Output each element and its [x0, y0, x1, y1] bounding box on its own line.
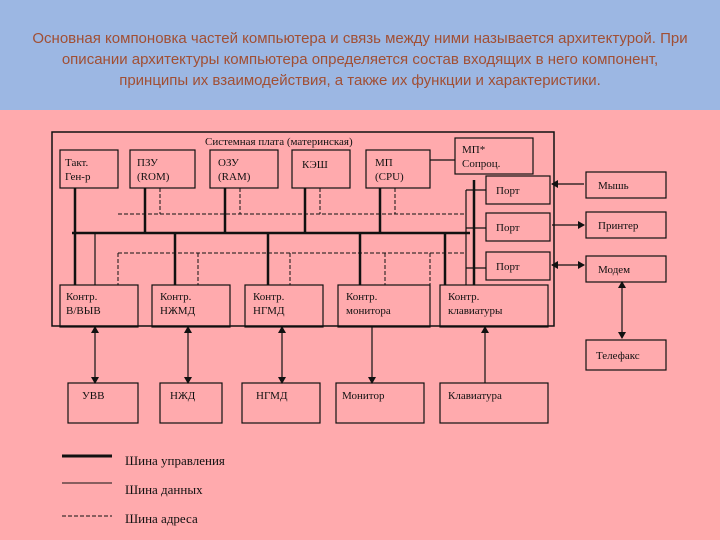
io-ctrl-label-1: Контр. [66, 291, 98, 303]
mon-ctrl-label-1: Контр. [346, 291, 378, 303]
modem-label: Модем [598, 264, 630, 276]
port-block-2 [485, 212, 551, 242]
hdd-ctrl-label-1: Контр. [253, 291, 285, 303]
monitor-device-label: Монитор [342, 390, 385, 402]
header-band [0, 0, 720, 110]
cache-label: КЭШ [302, 159, 328, 171]
port-block-1 [485, 175, 551, 205]
port-label-2: Порт [496, 222, 520, 234]
clock-generator-block [59, 149, 119, 189]
legend-control-label: Шина управления [125, 453, 225, 468]
system-board-frame [51, 131, 555, 327]
hdd-device-box [241, 382, 321, 424]
fdd-ctrl-label-2: НЖМД [160, 305, 196, 317]
clock-label-2: Ген-р [65, 171, 91, 183]
io-device-label: УВВ [82, 390, 104, 402]
modem-box [585, 255, 667, 283]
keyboard-device-box [439, 382, 549, 424]
coproc-label-2: Сопроц. [462, 158, 501, 170]
io-ctrl-label-2: В/ВЫВ [66, 305, 101, 317]
legend-address-label: Шина адреса [125, 511, 198, 526]
fdd-ctrl-label-1: Контр. [160, 291, 192, 303]
cpu-block [365, 149, 431, 189]
cpu-label-2: (CPU) [375, 171, 404, 183]
hdd-controller-block [244, 284, 324, 328]
legend-data-label: Шина данных [125, 482, 203, 497]
rom-label-1: ПЗУ [137, 157, 158, 169]
monitor-controller-block [337, 284, 431, 328]
keyboard-controller-block [439, 284, 549, 328]
printer-label: Принтер [598, 220, 639, 232]
coproc-label-1: МП* [462, 144, 485, 156]
ram-label-1: ОЗУ [218, 157, 239, 169]
io-controller-block [59, 284, 139, 328]
cpu-label-1: МП [375, 157, 393, 169]
ram-block [209, 149, 279, 189]
hdd-ctrl-label-2: НГМД [253, 305, 285, 317]
ram-label-2: (RAM) [218, 171, 251, 183]
fdd-device-label: НЖД [170, 390, 196, 402]
clock-label-1: Такт. [65, 157, 89, 169]
fdd-controller-block [151, 284, 231, 328]
fdd-device-box [159, 382, 223, 424]
port-block-3 [485, 251, 551, 281]
telefax-label: Телефакс [596, 350, 640, 362]
coprocessor-block [454, 137, 534, 175]
caption-text: Основная компоновка частей компьютера и … [32, 30, 688, 89]
keyboard-device-label: Клавиатура [448, 390, 502, 402]
port-label-3: Порт [496, 261, 520, 273]
kbd-ctrl-label-1: Контр. [448, 291, 480, 303]
rom-label-2: (ROM) [137, 171, 170, 183]
hdd-device-label: НГМД [256, 390, 288, 402]
rom-block [129, 149, 196, 189]
io-device-box [67, 382, 139, 424]
board-title: Системная плата (материнская) [205, 136, 353, 148]
telefax-box [585, 339, 667, 371]
mouse-label: Мышь [598, 180, 629, 192]
mon-ctrl-label-2: монитора [346, 305, 391, 317]
mouse-box [585, 171, 667, 199]
port-label-1: Порт [496, 185, 520, 197]
cache-block [291, 149, 351, 189]
kbd-ctrl-label-2: клавиатуры [448, 305, 503, 317]
monitor-device-box [335, 382, 425, 424]
printer-box [585, 211, 667, 239]
